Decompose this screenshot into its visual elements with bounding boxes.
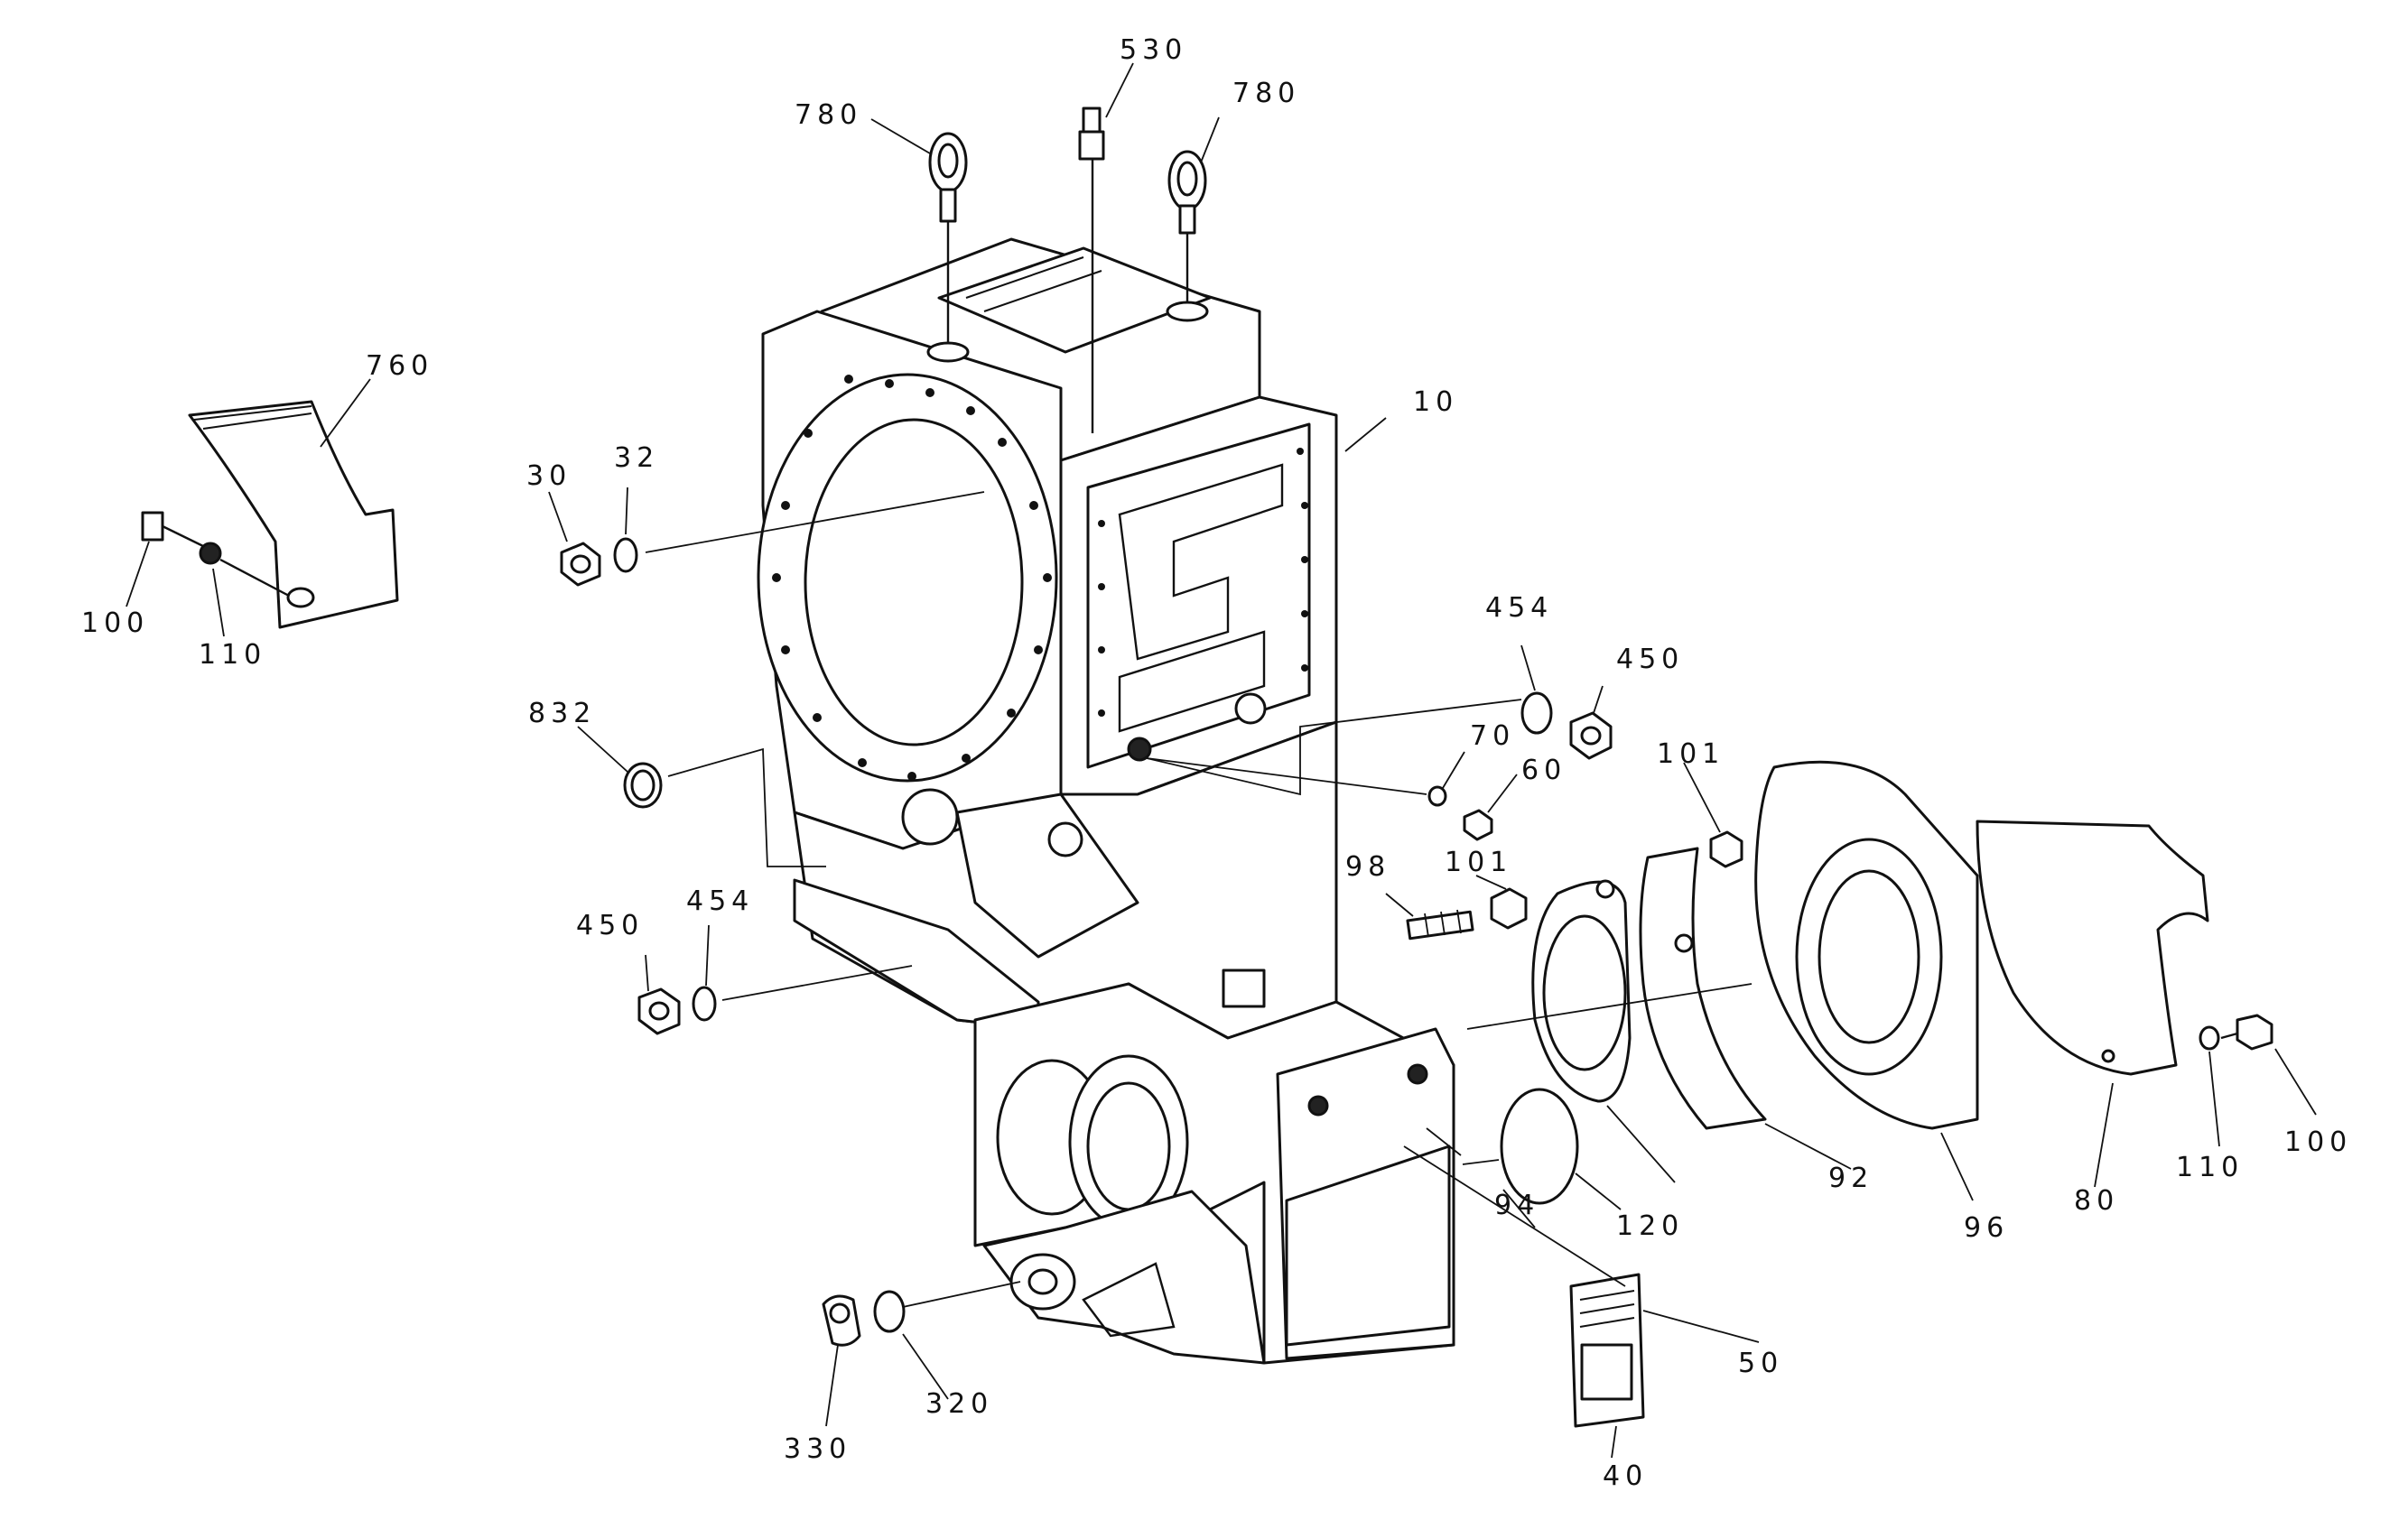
- label-plate-40: [1569, 1273, 1645, 1428]
- callout-454-right: 454: [1485, 592, 1553, 624]
- callout-780-right: 780: [1232, 78, 1300, 109]
- o-ring-320: [873, 1281, 1021, 1333]
- callout-110-right: 110: [2176, 1152, 2244, 1183]
- callout-450-right: 450: [1616, 644, 1684, 675]
- callout-80: 80: [2074, 1185, 2119, 1217]
- callout-70: 70: [1470, 720, 1515, 752]
- bolt-100-right: [2220, 1014, 2273, 1051]
- plug-450-left: [637, 987, 681, 1035]
- strip-92: [1639, 847, 1767, 1130]
- nut-101-upper: [1709, 830, 1743, 868]
- guard-80: [1976, 820, 2209, 1076]
- callout-60: 60: [1521, 755, 1567, 786]
- callout-110-left: 110: [199, 639, 266, 671]
- callout-96: 96: [1964, 1212, 2009, 1244]
- callout-320: 320: [925, 1388, 993, 1420]
- callout-120: 120: [1616, 1210, 1684, 1242]
- stud-98: [1406, 909, 1474, 941]
- plug-60: [1463, 809, 1493, 841]
- o-ring-454-left: [692, 965, 913, 1022]
- callout-50: 50: [1738, 1348, 1783, 1379]
- nut-101-lower: [1490, 887, 1528, 930]
- washer-110-right: [2199, 1025, 2220, 1051]
- o-ring-70: [1146, 757, 1447, 807]
- callout-101-lower: 101: [1445, 847, 1512, 878]
- callout-40: 40: [1603, 1460, 1648, 1492]
- callout-92: 92: [1828, 1163, 1873, 1194]
- plug-30: [560, 542, 601, 587]
- callout-454-left: 454: [686, 885, 754, 917]
- callout-832: 832: [528, 698, 596, 729]
- callout-labels: 780 530 780 760 10 30 32 100 110 454 450…: [81, 34, 2352, 1492]
- callout-760: 760: [366, 350, 433, 382]
- callout-32: 32: [614, 442, 659, 474]
- bolt-100-left: [141, 511, 204, 548]
- callout-330: 330: [784, 1433, 851, 1465]
- flange-94: [1531, 879, 1632, 1103]
- callout-450-left: 450: [576, 910, 644, 941]
- plug-330: [822, 1294, 861, 1347]
- callout-101-upper: 101: [1657, 738, 1725, 770]
- callout-94: 94: [1494, 1190, 1539, 1221]
- seal-ring-832: [623, 747, 826, 867]
- washer-110-left: [199, 542, 290, 598]
- callout-98: 98: [1345, 851, 1390, 883]
- breather-plug: [1078, 107, 1105, 433]
- plug-450-right: [1569, 711, 1613, 760]
- eye-bolt-right: [1166, 150, 1209, 322]
- cover-disc-120: [1462, 1088, 1579, 1205]
- o-ring-454-right: [1146, 691, 1553, 796]
- callout-530: 530: [1120, 34, 1187, 66]
- callout-100-right: 100: [2284, 1126, 2352, 1158]
- callout-30: 30: [526, 460, 572, 492]
- cover-plate-760: [188, 400, 399, 629]
- callout-100-left: 100: [81, 607, 149, 639]
- callout-780-left: 780: [795, 99, 862, 131]
- o-ring-32: [613, 491, 985, 573]
- transmission-housing: [757, 237, 1455, 1365]
- cover-96: [1466, 760, 1979, 1130]
- eye-bolt-left: [926, 132, 970, 363]
- callout-10: 10: [1413, 386, 1458, 418]
- leader-lines: [126, 62, 2317, 1459]
